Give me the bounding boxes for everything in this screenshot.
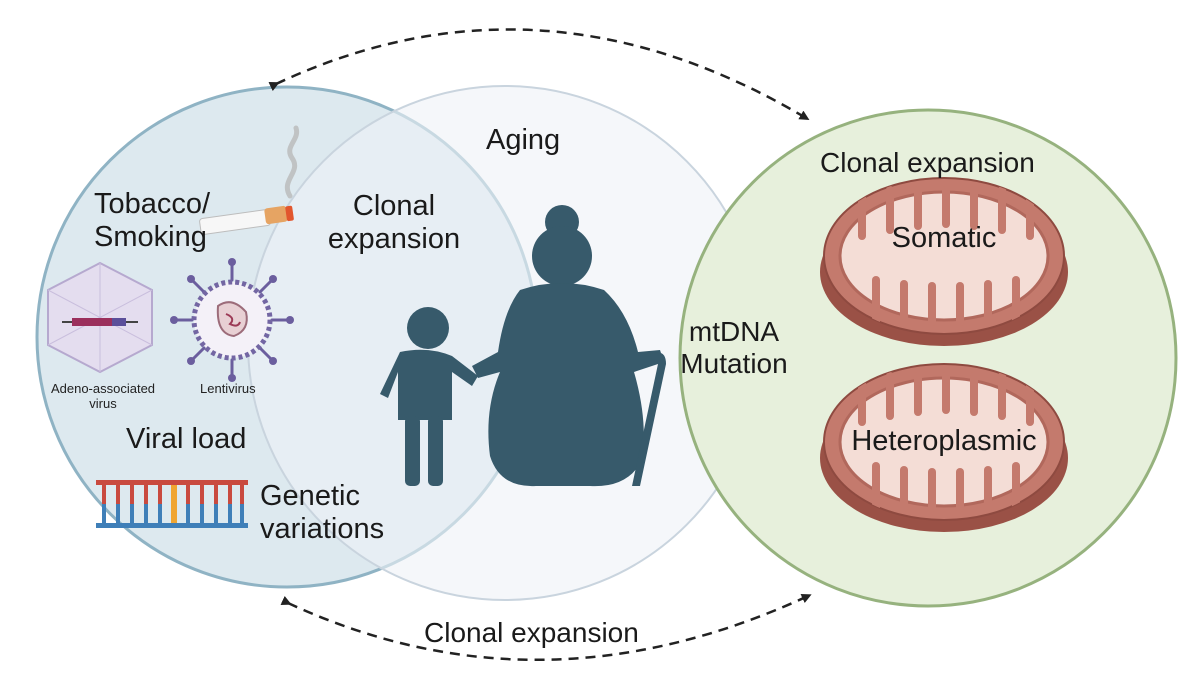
clonal-expansion-middle-line2: expansion	[327, 223, 461, 256]
tobacco-smoking-label: Tobacco/ Smoking	[94, 188, 210, 255]
genetic-line2: variations	[260, 513, 385, 546]
somatic-label: Somatic	[891, 222, 997, 254]
genetic-line1: Genetic	[260, 480, 360, 512]
adeno-virus-icon	[47, 261, 153, 374]
aging-label: Aging	[486, 124, 561, 156]
clonal-expansion-middle-line1: Clonal	[352, 190, 436, 222]
child-figure-icon	[380, 307, 478, 486]
genetic-variations-label: Genetic variations	[260, 480, 384, 547]
bottom-dashed-arrow	[280, 593, 812, 661]
mtdna-line2: Mutation	[680, 348, 788, 380]
mitochondrion-heteroplasmic-icon	[820, 363, 1068, 532]
tobacco-line2: Smoking	[94, 221, 207, 254]
top-dashed-arrow	[268, 28, 810, 121]
adeno-line2: virus	[89, 395, 117, 411]
lentivirus-label: Lentivirus	[200, 381, 256, 396]
cigarette-icon	[199, 125, 300, 235]
clonal-expansion-bottom-label: Clonal expansion	[424, 617, 639, 648]
viral-load-label: Viral load	[126, 423, 247, 455]
mtdna-mutation-label: mtDNA Mutation	[664, 316, 804, 380]
lentivirus-icon	[170, 258, 294, 382]
adeno-line1: Adeno-associated	[50, 381, 156, 396]
dna-icon	[96, 480, 248, 528]
heteroplasmic-label: Heteroplasmic	[851, 425, 1037, 457]
clonal-expansion-right-label: Clonal expansion	[820, 147, 1035, 178]
mitochondrion-somatic-icon	[820, 177, 1068, 346]
adeno-virus-label: Adeno-associated virus	[28, 381, 178, 412]
tobacco-line1: Tobacco/	[94, 188, 211, 220]
clonal-expansion-middle-label: Clonal expansion	[314, 190, 474, 257]
elderly-woman-icon	[472, 205, 666, 487]
mtdna-line1: mtDNA	[688, 316, 780, 347]
